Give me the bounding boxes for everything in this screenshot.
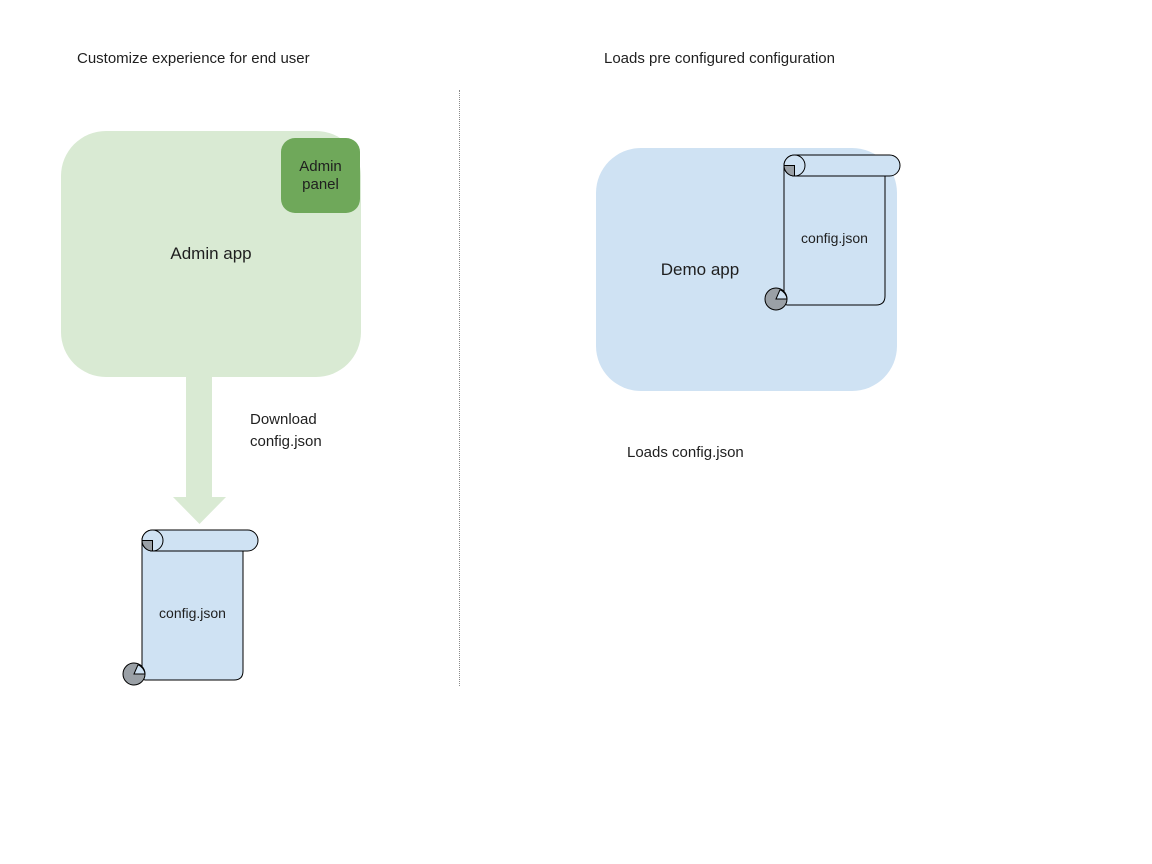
loads-config-caption: Loads config.json <box>627 444 744 461</box>
config-json-label: config.json <box>159 605 226 621</box>
download-arrow-label: Download config.json <box>250 411 322 450</box>
demo-app-label: Demo app <box>660 260 740 279</box>
admin-panel-label: Admin panel <box>299 157 342 193</box>
admin-app-box: Admin panel <box>61 131 361 377</box>
scroll-icon <box>122 529 259 686</box>
admin-panel-box: Admin panel <box>281 138 360 213</box>
download-arrow-icon <box>173 377 226 524</box>
admin-app-label: Admin app <box>170 244 252 263</box>
dotted-divider <box>459 90 460 686</box>
config-json-label: config.json <box>801 230 868 246</box>
scroll-icon <box>764 154 901 311</box>
right-section-title: Loads pre configured configuration <box>604 50 835 67</box>
config-json-scroll-left: config.json <box>121 528 261 688</box>
left-section-title: Customize experience for end user <box>77 50 310 67</box>
config-json-scroll-right: config.json <box>763 153 903 313</box>
